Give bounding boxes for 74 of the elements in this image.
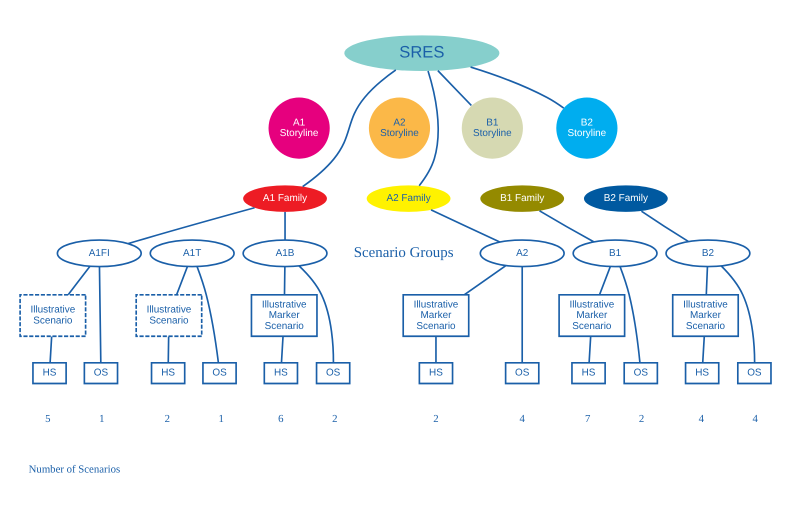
connector (619, 266, 641, 362)
node-box: HS (571, 361, 606, 384)
connector (68, 265, 91, 295)
node-label: 5 (45, 412, 51, 424)
connector (705, 266, 708, 294)
node-circle: A1 Storyline (268, 97, 330, 158)
connector (196, 266, 220, 362)
connector (280, 336, 284, 362)
connector (588, 336, 592, 362)
node-ellipse: A2 Family (366, 184, 450, 212)
node-label: 2 (433, 412, 439, 424)
node-label: 2 (332, 412, 338, 424)
connector (128, 206, 255, 244)
node-box: OS (736, 361, 772, 384)
node-label: 6 (278, 412, 284, 424)
node-label: 4 (520, 412, 525, 424)
connector (720, 264, 756, 362)
node-box: OS (202, 361, 237, 384)
connector (298, 264, 334, 362)
connector (435, 336, 437, 362)
node-box: OS (316, 361, 351, 384)
node-ellipse: B1 (572, 238, 658, 267)
connector (167, 336, 170, 362)
node-label: 2 (164, 412, 170, 424)
node-ellipse: A2 (480, 238, 565, 267)
node-ellipse: A1FI (56, 238, 142, 267)
connector (302, 68, 396, 187)
connector (98, 266, 102, 362)
connector (418, 70, 439, 186)
node-box: HS (150, 361, 186, 384)
node-box: HS (418, 361, 454, 384)
node-box: OS (623, 361, 658, 384)
label: Number of Scenarios (28, 463, 120, 476)
connector (430, 208, 500, 242)
connector (702, 336, 706, 362)
node-circle: B2 Storyline (556, 97, 618, 158)
connector (464, 264, 506, 295)
node-box: HS (684, 361, 720, 384)
node-box: OS (504, 361, 540, 384)
node-box: Illustrative Marker Scenario (558, 293, 626, 337)
connector (640, 210, 689, 242)
node-label: 1 (218, 412, 224, 424)
node-box: Illustrative Marker Scenario (672, 293, 740, 337)
node-ellipse: B2 Family (584, 184, 668, 212)
node-ellipse: B2 (665, 238, 751, 267)
connector (521, 266, 524, 362)
connector (49, 336, 52, 362)
connector (176, 266, 188, 295)
node-ellipse: A1 Family (243, 184, 327, 212)
node-box: Illustrative Scenario (135, 293, 203, 337)
node-ellipse: A1T (149, 238, 235, 267)
connector (437, 70, 472, 106)
node-box: Illustrative Scenario (19, 293, 86, 337)
connector (539, 210, 594, 242)
connector (284, 266, 286, 294)
label: Scenario Groups (354, 244, 454, 260)
node-label: 7 (585, 412, 590, 424)
node-box: OS (84, 361, 118, 384)
node-ellipse: SRES (344, 34, 500, 70)
node-label: 2 (638, 412, 644, 424)
node-label: 1 (99, 412, 104, 424)
node-box: HS (263, 361, 298, 384)
node-box: Illustrative Marker Scenario (250, 293, 318, 337)
node-circle: A2 Storyline (368, 97, 430, 158)
node-ellipse: B1 Family (480, 184, 564, 212)
node-box: HS (32, 361, 67, 384)
node-label: 4 (698, 412, 704, 424)
connector (598, 266, 612, 295)
connector (470, 66, 564, 108)
node-box: Illustrative Marker Scenario (402, 293, 470, 337)
node-ellipse: A1B (242, 238, 328, 267)
connector (284, 212, 286, 240)
node-circle: B1 Storyline (462, 97, 523, 158)
node-label: 4 (752, 412, 758, 424)
